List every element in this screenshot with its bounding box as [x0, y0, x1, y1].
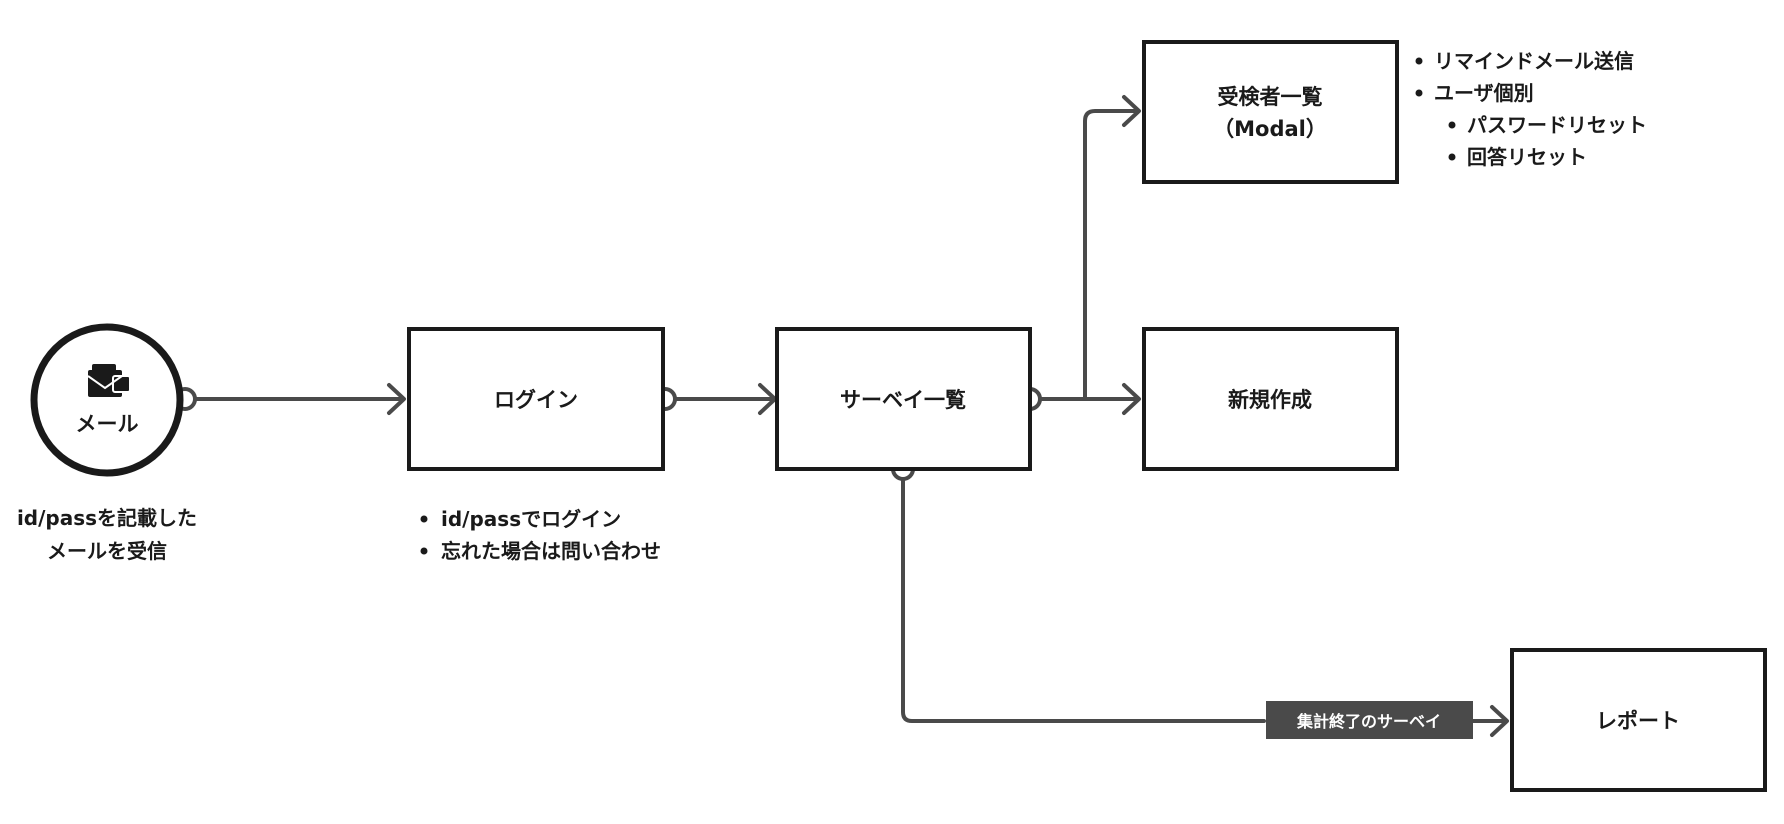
- note-examinee-subitem: 回答リセット: [1467, 145, 1587, 169]
- report-node-label: レポート: [1596, 709, 1680, 733]
- edges: [193, 95, 1509, 737]
- bullet: [1415, 89, 1423, 97]
- note-examinee-subitem: パスワードリセット: [1467, 113, 1647, 137]
- note-examinee-item: リマインドメール送信: [1434, 49, 1634, 73]
- bullet: [420, 547, 428, 555]
- examinee-list-node-sublabel: （Modal）: [1213, 117, 1327, 141]
- edge-label-finished-survey-text: 集計終了のサーベイ: [1296, 712, 1441, 731]
- login-node-box[interactable]: [407, 327, 665, 471]
- new-create-node-label: 新規作成: [1228, 388, 1312, 412]
- mail-icon: [87, 364, 131, 397]
- note-mail-line2: メールを受信: [47, 539, 167, 563]
- arrowhead-report: [1490, 705, 1509, 737]
- edge-survey-list-to-report: [901, 476, 1266, 723]
- node-login[interactable]: ログイン: [407, 327, 665, 471]
- sub-bullet: [1448, 121, 1456, 129]
- arrowhead-new-create: [1122, 383, 1141, 415]
- note-login-item: id/passでログイン: [441, 507, 621, 531]
- new-create-node-box[interactable]: [1142, 327, 1399, 471]
- edge-survey-list-to-examinee-list: [1083, 109, 1138, 401]
- node-report[interactable]: レポート: [1510, 648, 1767, 792]
- examinee-list-node-label: 受検者一覧: [1218, 85, 1323, 109]
- arrowhead-examinee-list: [1122, 95, 1141, 127]
- node-mail: メール: [30, 323, 184, 477]
- note-mail-line1: id/passを記載した: [17, 506, 197, 530]
- node-survey-list[interactable]: サーベイ一覧: [775, 327, 1032, 471]
- bullet: [420, 515, 428, 523]
- report-node-box[interactable]: [1510, 648, 1767, 792]
- survey-list-node-box[interactable]: [775, 327, 1032, 471]
- survey-list-node-label: サーベイ一覧: [840, 388, 966, 412]
- note-examinee-item: ユーザ個別: [1434, 81, 1534, 105]
- arrowhead-login: [387, 383, 406, 415]
- edge-label-finished-survey: 集計終了のサーベイ: [1266, 701, 1473, 739]
- login-node-label: ログイン: [494, 388, 578, 412]
- note-login-item: 忘れた場合は問い合わせ: [441, 539, 661, 563]
- sub-bullet: [1448, 153, 1456, 161]
- note-login: id/passでログイン 忘れた場合は問い合わせ: [420, 507, 661, 563]
- bullet: [1415, 57, 1423, 65]
- node-new-create[interactable]: 新規作成: [1142, 327, 1399, 471]
- note-examinee: リマインドメール送信 ユーザ個別 パスワードリセット 回答リセット: [1415, 49, 1647, 169]
- examinee-list-node-box[interactable]: [1142, 40, 1399, 184]
- mail-node-label: メール: [76, 412, 139, 436]
- edge-label-background: [1266, 701, 1473, 739]
- mail-node-circle: [30, 323, 184, 477]
- note-mail: id/passを記載した メールを受信: [17, 506, 197, 563]
- node-examinee-list[interactable]: 受検者一覧 （Modal）: [1142, 40, 1399, 184]
